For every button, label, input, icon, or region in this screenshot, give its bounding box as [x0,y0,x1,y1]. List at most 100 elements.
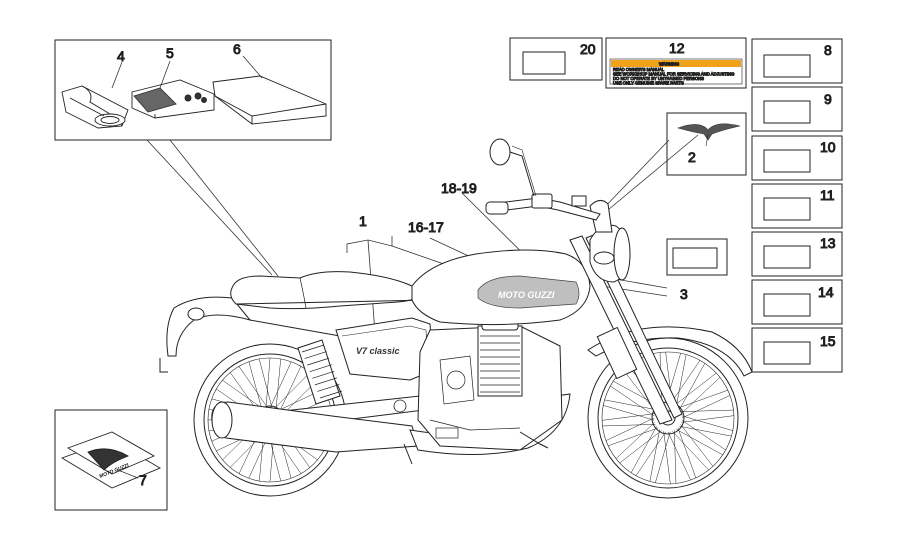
spoke [669,360,701,405]
spoke [667,431,691,481]
spoke [681,415,734,423]
label-10: 10 [820,139,836,155]
spoke [602,424,656,427]
tank-logo: MOTO GUZZI [498,290,555,300]
spoke [630,426,657,473]
label-box-11: 11 [751,183,843,229]
spoke [676,429,723,456]
label-box-15: 15 [751,327,843,373]
handlebar [485,193,601,221]
spoke [275,358,281,410]
spoke [663,431,671,484]
spoke [265,357,271,409]
headlight [589,224,631,283]
label-2: 2 [688,149,696,165]
label-13: 13 [820,235,836,251]
label-3: 3 [680,286,688,302]
label-16-17: 16-17 [408,219,444,235]
shock-coil [317,384,340,392]
shock-coil [309,364,332,373]
warning-line-1: READ OWNER'S MANUAL [613,67,665,72]
kit-box: 4 5 6 [54,39,332,141]
label-box-8: 8 [751,38,843,84]
label-4: 4 [117,48,125,64]
shock-coil [301,344,325,353]
label-20: 20 [580,41,596,57]
rear-fender [166,296,252,357]
rear-shock [297,339,343,405]
spoke [635,431,667,476]
spoke [273,372,311,409]
item-4-roll [61,85,129,129]
spoke [238,366,269,409]
spoke [619,430,662,464]
spoke [603,405,655,421]
label-box-10: 10 [751,135,843,181]
shock-coil [307,357,330,366]
label-box-2: 2 [666,112,747,176]
label-15: 15 [820,333,836,349]
shock-coil [314,377,337,386]
spoke [681,419,726,451]
item-5-booklet [131,79,215,119]
label-11: 11 [820,187,835,203]
label-5: 5 [166,45,174,61]
shock-coil [304,351,327,359]
spoke [674,430,677,484]
spoke [677,427,697,478]
spoke [269,361,292,409]
label-box-3: 3 [666,238,728,303]
label-box-9: 9 [751,86,843,132]
spoke [655,431,671,483]
side-panel-logo: V7 classic [356,346,400,356]
spoke [222,379,265,410]
item-7-tank-cover: MOTO GUZZI [60,431,162,489]
mirror [489,138,537,197]
spoke [602,413,655,421]
eagle-emblem-icon [677,123,741,147]
label-8: 8 [824,42,832,58]
spoke [248,361,263,411]
fuel-tank: MOTO GUZZI [411,249,591,326]
spoke [605,417,655,441]
spoke [680,424,714,467]
spoke [679,425,732,437]
warning-line-4: USE ONLY GENUINE SPARE PARTS [613,81,684,86]
shock-coil [312,370,335,379]
spoke [258,358,273,409]
label-box-14: 14 [751,279,843,325]
tank-side-stripe [477,275,580,309]
label-9: 9 [824,91,832,107]
spoke [672,431,709,471]
label-box-12: 12 WARNING READ OWNER'S MANUAL SEE WORKS… [605,37,747,89]
label-12: 12 [669,40,685,56]
warning-line-2: SEE WORKSHOP MANUAL FOR SERVICING AND AD… [613,72,734,77]
label-box-7: MOTO GUZZI 7 [54,409,168,511]
spoke [615,422,655,459]
spoke [675,354,687,407]
item-6-manual [212,75,327,125]
label-6: 6 [233,41,241,57]
engine [393,317,563,451]
label-18-19: 18-19 [441,180,477,196]
spoke [681,377,721,414]
label-7: 7 [139,472,147,488]
spoke [604,399,657,411]
rear-reflector-bracket [159,358,168,373]
spoke [610,385,655,417]
spoke [278,366,302,413]
spoke [679,363,706,410]
spoke [680,409,734,412]
label-box-20: 20 [509,37,603,81]
spoke [674,372,717,406]
label-box-13: 13 [751,231,843,277]
spoke [649,429,661,482]
warning-header: WARNING [659,62,679,67]
motorcycle: V7 classic [159,138,753,499]
spoke [681,415,733,431]
fly-screen [589,200,613,233]
tail-light [187,307,205,321]
shock-coil [319,390,343,399]
